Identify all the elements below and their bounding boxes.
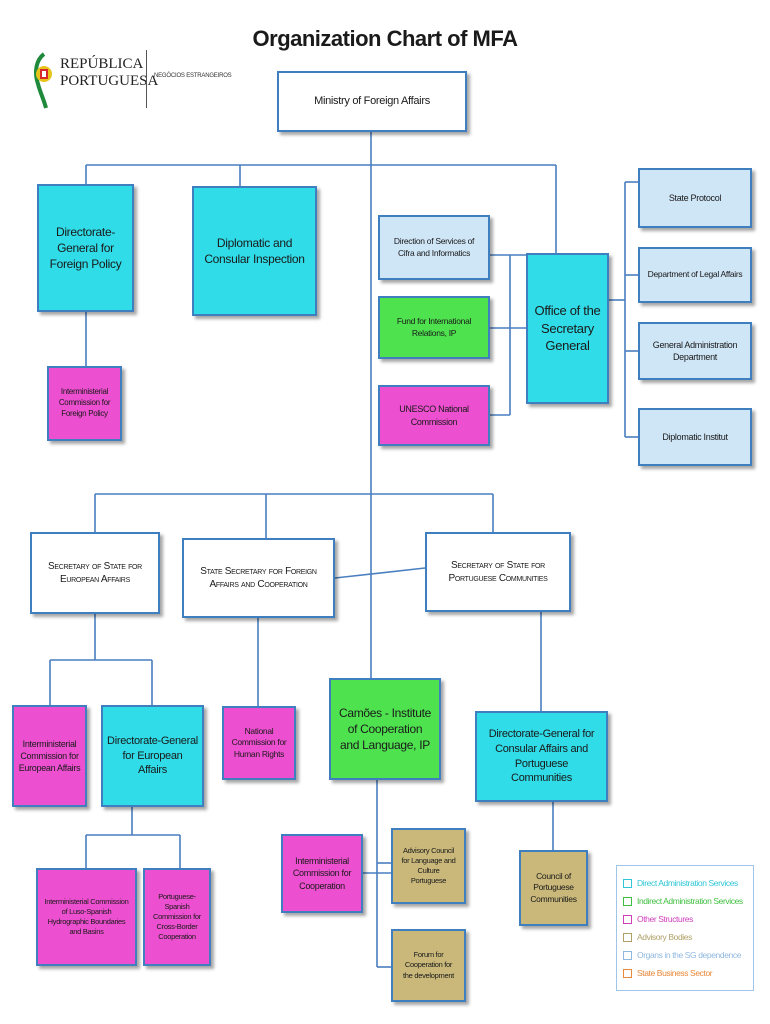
ministry-logo-text: NEGÓCIOS ESTRANGEIROS: [154, 73, 232, 79]
node-sec-state-communities: Secretary of State for Portuguese Commun…: [425, 532, 571, 612]
node-cifra-informatics: Direction of Services of Cifra and Infor…: [378, 215, 490, 280]
republic-name: REPÚBLICA PORTUGUESA: [60, 56, 159, 89]
node-interministerial-foreign-policy: Interministerial Commission for Foreign …: [47, 366, 122, 441]
logo-divider: [146, 50, 147, 108]
node-council-communities: Council of Portuguese Communities: [519, 850, 588, 926]
square-bullet-icon: [623, 932, 632, 942]
node-interministerial-european: Interministerial Commission for European…: [12, 705, 87, 807]
square-bullet-icon: [623, 878, 632, 888]
square-bullet-icon: [623, 914, 632, 924]
chart-title: Organization Chart of MFA: [252, 26, 518, 51]
node-interministerial-cooperation: Interministerial Commission for Cooperat…: [281, 834, 363, 913]
legend-item-direct: Direct Administration Services: [623, 874, 747, 892]
square-bullet-icon: [623, 896, 632, 906]
node-fund-international-relations: Fund for International Relations, IP: [378, 296, 490, 359]
legend-item-indirect: Indirect Administration Services: [623, 892, 747, 910]
square-bullet-icon: [623, 968, 632, 978]
node-dg-consular: Directorate-General for Consular Affairs…: [475, 711, 608, 802]
node-sec-state-european: Secretary of State for European Affairs: [30, 532, 160, 614]
coat-of-arms-icon: [34, 52, 52, 109]
square-bullet-icon: [623, 950, 632, 960]
node-unesco: UNESCO National Commission: [378, 385, 490, 446]
node-advisory-language: Advisory Council for Language and Cultur…: [391, 828, 466, 904]
node-diplomatic-consular-inspection: Diplomatic and Consular Inspection: [192, 186, 317, 316]
node-cross-border: Portuguese-Spanish Commission for Cross-…: [143, 868, 211, 966]
node-general-administration: General Administration Department: [638, 322, 752, 380]
legend: Direct Administration Services Indirect …: [616, 865, 754, 991]
node-forum-cooperation: Forum for Cooperation for the developmen…: [391, 929, 466, 1002]
node-office-secretary-general: Office of the Secretary General: [526, 253, 609, 404]
node-dg-european-affairs: Directorate-General for European Affairs: [101, 705, 204, 807]
node-state-protocol: State Protocol: [638, 168, 752, 228]
republic-logo: REPÚBLICA PORTUGUESA NEGÓCIOS ESTRANGEIR…: [32, 50, 232, 110]
legend-item-state-business: State Business Sector: [623, 964, 747, 982]
legend-item-other: Other Structures: [623, 910, 747, 928]
node-dg-foreign-policy: Directorate-General for Foreign Policy: [37, 184, 134, 312]
node-sec-state-foreign-coop: State Secretary for Foreign Affairs and …: [182, 538, 335, 618]
legend-item-sg-dependence: Organs in the SG dependence: [623, 946, 747, 964]
node-legal-affairs: Department of Legal Affairs: [638, 247, 752, 303]
node-camoes: Camões - Institute of Cooperation and La…: [329, 678, 441, 780]
legend-item-advisory: Advisory Bodies: [623, 928, 747, 946]
node-diplomatic-institut: Diplomatic Institut: [638, 408, 752, 466]
node-ministry: Ministry of Foreign Affairs: [277, 71, 467, 132]
node-human-rights: National Commission for Human Rights: [222, 706, 296, 780]
node-luso-spanish-hydro: Interministerial Commission of Luso-Span…: [36, 868, 137, 966]
